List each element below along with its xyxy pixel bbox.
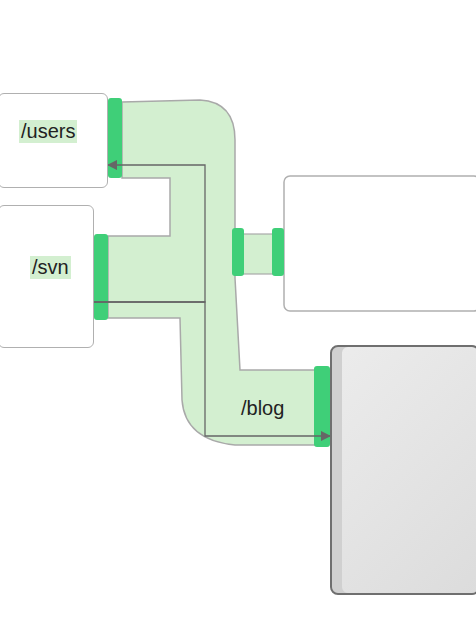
server-box: /svn — [0, 205, 94, 348]
endpoint-label: /users — [19, 120, 77, 143]
pipe-flange — [108, 98, 122, 178]
flow-connector — [94, 302, 330, 436]
pipe — [108, 100, 315, 445]
pipe-flange — [272, 228, 284, 276]
storage-box: /blog — [330, 345, 476, 595]
pipe-flange — [232, 228, 244, 276]
server-box — [284, 176, 476, 311]
endpoint-label: /svn — [30, 256, 71, 279]
pipe-flange — [314, 366, 330, 447]
flow-connector — [94, 165, 205, 302]
pipe-flange — [94, 234, 108, 320]
endpoint-label: /blog — [239, 397, 286, 420]
server-box: /users — [0, 93, 108, 188]
